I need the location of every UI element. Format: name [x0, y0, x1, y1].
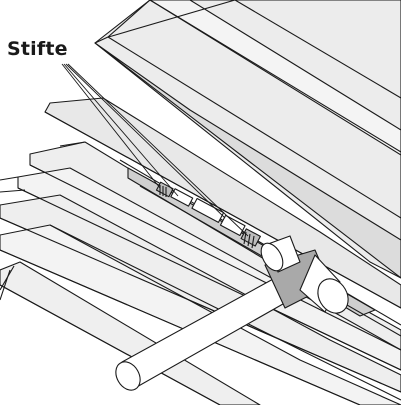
leader-lines	[61, 63, 249, 237]
callout-label-pins: Stifte	[7, 38, 68, 60]
deck-boards	[0, 97, 401, 405]
pin-right	[191, 197, 261, 249]
pin-left	[155, 181, 194, 207]
hammer	[115, 235, 349, 391]
upper-frame	[94, 0, 401, 279]
